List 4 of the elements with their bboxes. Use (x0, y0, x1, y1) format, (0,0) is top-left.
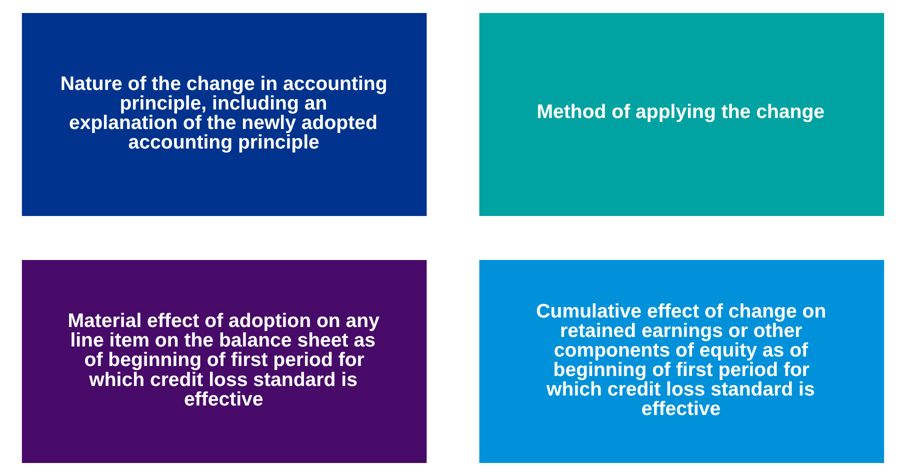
node-box: Material effect of adoption on any line item on the balance sheet as of beginning of first period for which credit loss standard is effective (22, 260, 427, 464)
node-box: Nature of the change in accounting principle, including an explanation of the newly adopted accounting principle (22, 12, 427, 216)
node-box: Cumulative effect of change on retained earnings or other components of equity as of beginning of first period for which credit loss standard is effective (479, 260, 884, 464)
node-box: Method of applying the change (479, 12, 884, 216)
